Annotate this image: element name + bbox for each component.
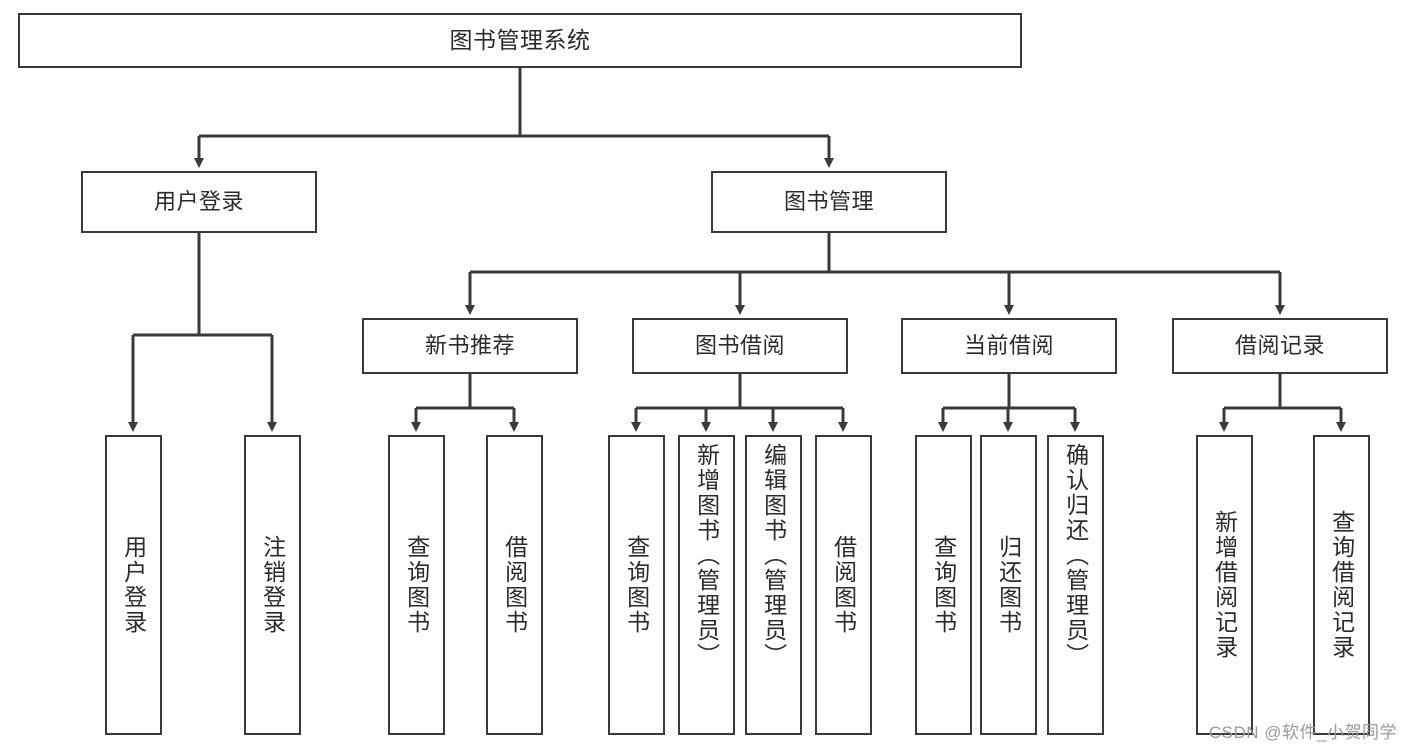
leaf-node-0[interactable]: 用户登录: [105, 435, 162, 735]
leaf-node-7[interactable]: 借阅图书: [815, 435, 872, 735]
level3-node-0[interactable]: 新书推荐: [362, 318, 578, 374]
leaf-node-7-label: 借阅图书: [830, 535, 857, 635]
leaf-node-11[interactable]: 新增借阅记录: [1196, 435, 1253, 735]
leaf-node-3-label: 借阅图书: [501, 535, 528, 635]
level3-node-1-label: 图书借阅: [694, 332, 785, 358]
leaf-node-1-label: 注销登录: [259, 535, 286, 635]
leaf-node-6[interactable]: 编辑图书（管理员）: [745, 435, 802, 735]
leaf-node-5[interactable]: 新增图书（管理员）: [678, 435, 735, 735]
level3-node-0-label: 新书推荐: [424, 332, 515, 358]
leaf-node-11-label: 新增借阅记录: [1211, 510, 1238, 660]
leaf-node-6-label: 编辑图书（管理员）: [760, 443, 787, 668]
leaf-node-4-label: 查询图书: [623, 535, 650, 635]
leaf-node-12-label: 查询借阅记录: [1328, 510, 1355, 660]
connector-lines: [128, 68, 1346, 432]
root-node-book-management-system-label: 图书管理系统: [449, 26, 591, 53]
level3-node-3[interactable]: 借阅记录: [1172, 318, 1388, 374]
level2-node-1[interactable]: 图书管理: [711, 171, 947, 233]
leaf-node-12[interactable]: 查询借阅记录: [1313, 435, 1370, 735]
leaf-node-2[interactable]: 查询图书: [388, 435, 445, 735]
leaf-node-10[interactable]: 确认归还（管理员）: [1047, 435, 1104, 735]
leaf-node-0-label: 用户登录: [120, 535, 147, 635]
level3-node-1[interactable]: 图书借阅: [632, 318, 848, 374]
level3-node-2[interactable]: 当前借阅: [901, 318, 1117, 374]
leaf-node-9-label: 归还图书: [995, 535, 1022, 635]
leaf-node-5-label: 新增图书（管理员）: [693, 443, 720, 668]
level2-node-0[interactable]: 用户登录: [81, 171, 317, 233]
leaf-node-9[interactable]: 归还图书: [980, 435, 1037, 735]
level3-node-3-label: 借阅记录: [1234, 332, 1325, 358]
level2-node-1-label: 图书管理: [783, 188, 874, 214]
leaf-node-8-label: 查询图书: [930, 535, 957, 635]
leaf-node-4[interactable]: 查询图书: [608, 435, 665, 735]
level2-node-0-label: 用户登录: [153, 188, 244, 214]
leaf-node-2-label: 查询图书: [403, 535, 430, 635]
leaf-node-8[interactable]: 查询图书: [915, 435, 972, 735]
leaf-node-1[interactable]: 注销登录: [244, 435, 301, 735]
leaf-node-10-label: 确认归还（管理员）: [1062, 443, 1089, 668]
level3-node-2-label: 当前借阅: [963, 332, 1054, 358]
leaf-node-3[interactable]: 借阅图书: [486, 435, 543, 735]
root-node-book-management-system[interactable]: 图书管理系统: [18, 13, 1022, 68]
